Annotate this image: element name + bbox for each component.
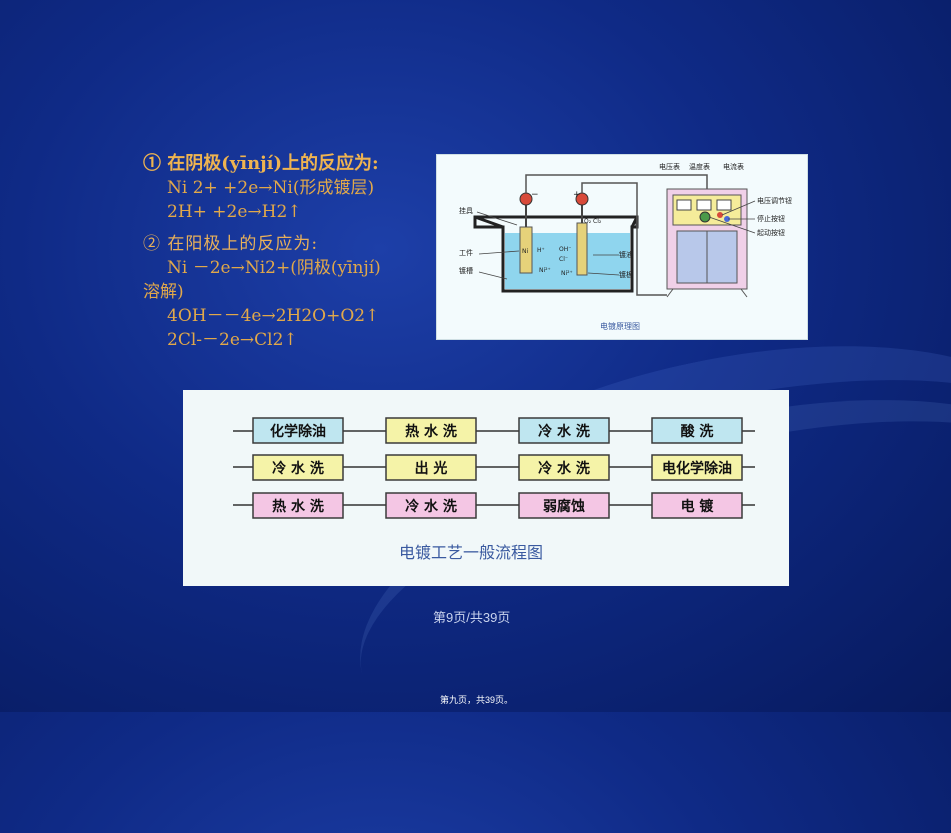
cathode-eq1: Ni 2+ +2e→Ni(形成镀层) [167,178,375,198]
anode-title: ② 在阳极上的反应为: [143,234,319,254]
flow-svg: 化学除油 热 水 洗 冷 水 洗 酸 洗 冷 水 洗 出 光 冷 水 洗 电化学… [233,417,755,562]
step-hot-wash [385,417,477,444]
label-tank: 镀槽 [459,266,473,275]
label-plus: + [573,190,581,200]
step-label: 冷 水 洗 [405,498,457,515]
start-button-icon [724,216,730,222]
anode-eq1a: Ni －2e→Ni2+(阴极(yīnjí) [167,258,381,278]
diagram-svg: 挂具 工件 镀槽 镀液 镀板 电压表 温度表 电流表 电压调节钮 停止按钮 起动… [459,162,792,331]
step-label: 酸 洗 [681,423,714,440]
step-hot-wash [252,492,344,519]
step-cold-wash [518,454,610,481]
pointer-line [476,211,518,226]
pointer-line [478,271,508,280]
label-start-button: 起动按钮 [757,228,785,237]
label-o2: O₂ [584,218,592,225]
label-stop-button: 停止按钮 [757,214,785,223]
diagram-caption: 电镀原理图 [600,321,640,331]
step-cold-wash [385,492,477,519]
anode-eq3: 2Cl-－2e→Cl2↑ [167,330,298,350]
reaction-text: ① 在阴极(yīnjí)上的反应为: Ni 2+ +2e→Ni(形成镀层) 2H… [143,152,423,352]
label-voltmeter: 电压表 [659,162,680,171]
step-electro-degrease [651,454,743,481]
label-oh-ion: OH⁻ [559,246,571,253]
pointer-line [708,216,756,234]
label-ammeter: 电流表 [723,162,744,171]
step-degrease [252,417,344,444]
voltmeter-icon [676,199,692,211]
step-label: 出 光 [415,460,448,477]
cathode-eq2: 2H+ +2e→H2↑ [167,202,302,222]
step-cold-wash [252,454,344,481]
pointer-line [721,200,756,216]
page-number: 第9页/共39页 [433,610,511,625]
label-thermometer: 温度表 [689,162,710,171]
cathode-title: ① 在阴极(yīnjí)上的反应为: [143,153,379,174]
step-label: 冷 水 洗 [538,460,590,477]
label-ni: Ni [522,248,528,255]
label-cl-ion: Cl⁻ [559,256,568,263]
flow-title: 电镀工艺一般流程图 [399,543,543,562]
pointer-line [587,272,620,276]
step-label: 冷 水 洗 [272,460,324,477]
step-electroplate [651,492,743,519]
stop-button-icon [717,212,723,218]
label-workpiece: 工件 [459,248,473,257]
electroplating-diagram: 挂具 工件 镀槽 镀液 镀板 电压表 温度表 电流表 电压调节钮 停止按钮 起动… [436,154,808,340]
tank-rim [474,215,639,229]
step-label: 电 镀 [681,498,715,515]
wire-positive [581,182,667,296]
step-cold-wash [518,417,610,444]
thermometer-icon [696,199,712,211]
cabinet-leg [666,288,674,298]
anode-plate [576,222,588,276]
step-label: 热 水 洗 [272,498,324,515]
step-label: 化学除油 [270,423,326,440]
step-label: 冷 水 洗 [538,423,590,440]
step-label: 弱腐蚀 [543,498,585,515]
step-label: 电化学除油 [662,460,732,477]
voltage-knob-icon [699,211,711,223]
label-voltage-knob: 电压调节钮 [757,196,792,205]
label-hook: 挂具 [459,206,473,215]
label-cl2: Cl₂ [593,218,602,225]
cabinet-leg [740,288,748,298]
label-plating-plate: 镀板 [619,270,633,279]
label-ni-ion-left: Ni²⁺ [539,267,551,274]
footer-text: 第九页，共39页。 [440,695,514,705]
anode-eq2: 4OH－－4e→2H2O+O2↑ [167,306,380,326]
label-h-ion: H⁺ [537,247,545,254]
pointer-line [478,250,520,255]
process-flow-chart: 化学除油 热 水 洗 冷 水 洗 酸 洗 冷 水 洗 出 光 冷 水 洗 电化学… [183,390,789,586]
step-brighten [385,454,477,481]
step-label: 热 水 洗 [405,423,457,440]
label-plating-solution: 镀液 [619,250,633,259]
ammeter-icon [716,199,732,211]
step-acid-wash [651,417,743,444]
label-minus: − [531,190,539,200]
label-ni-ion-right: Ni²⁺ [561,270,573,277]
anode-eq1b: 溶解) [143,282,184,302]
step-weak-etch [518,492,610,519]
wire-negative [525,174,708,193]
